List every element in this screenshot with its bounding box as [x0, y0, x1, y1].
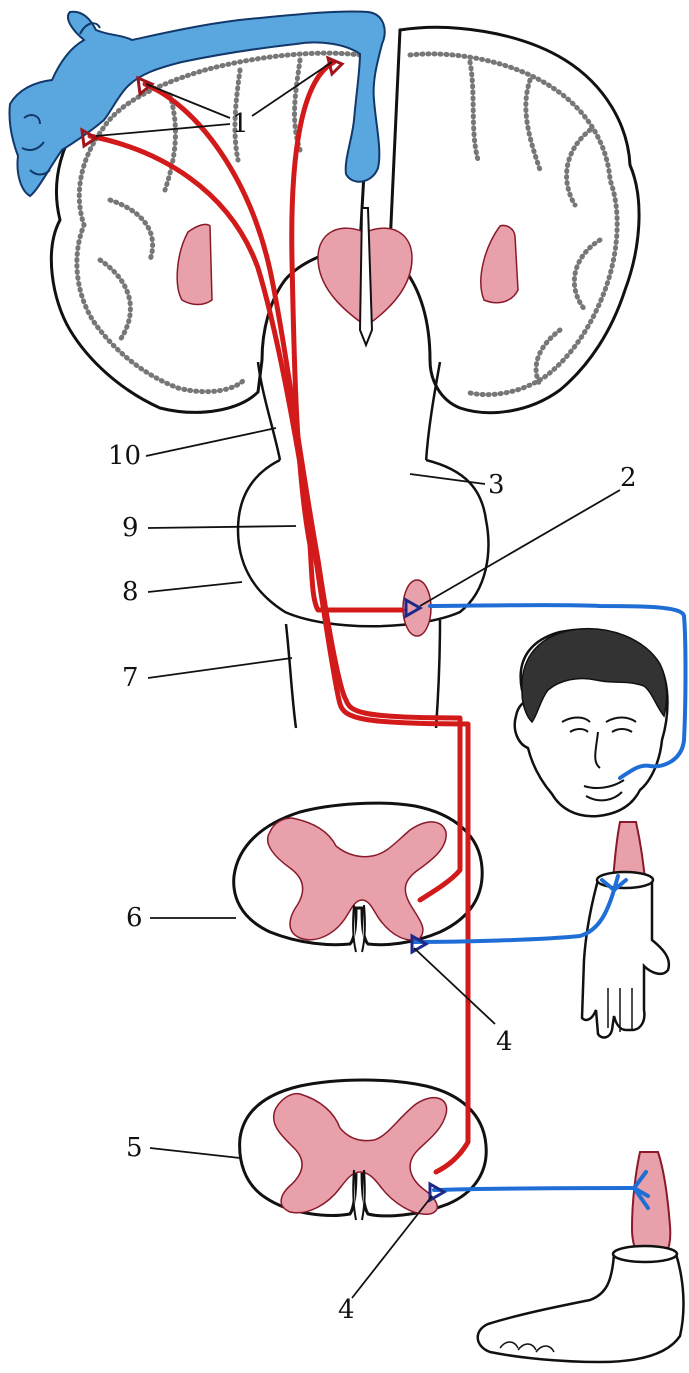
right-hemisphere [390, 27, 639, 412]
label-10: 10 [108, 441, 141, 471]
label-8: 8 [122, 577, 139, 607]
brainstem [238, 362, 488, 728]
spinal-cord-section-cervical [234, 803, 482, 952]
label-1: 1 [232, 109, 249, 139]
septum-line [360, 208, 372, 345]
sock-cuff [613, 1246, 677, 1262]
leader-10 [146, 428, 276, 456]
leader-7 [148, 658, 292, 678]
label-5: 5 [126, 1133, 143, 1163]
leader-8 [148, 582, 242, 592]
face-illustration [515, 629, 668, 817]
pons [238, 460, 488, 626]
label-2: 2 [620, 463, 637, 493]
foot [478, 1254, 684, 1362]
label-4-lumbar: 4 [338, 1295, 355, 1325]
leader-4a [414, 948, 495, 1024]
lumbar-motor-nerve [434, 1188, 634, 1190]
label-9: 9 [122, 513, 139, 543]
leader-5 [150, 1148, 240, 1158]
spinal-cord-section-lumbar [240, 1080, 487, 1220]
label-7: 7 [122, 663, 139, 693]
label-6: 6 [126, 903, 143, 933]
leg-foot-illustration [478, 1152, 684, 1362]
label-3: 3 [488, 470, 505, 500]
label-4-cervical: 4 [496, 1027, 513, 1057]
hand [582, 874, 669, 1038]
